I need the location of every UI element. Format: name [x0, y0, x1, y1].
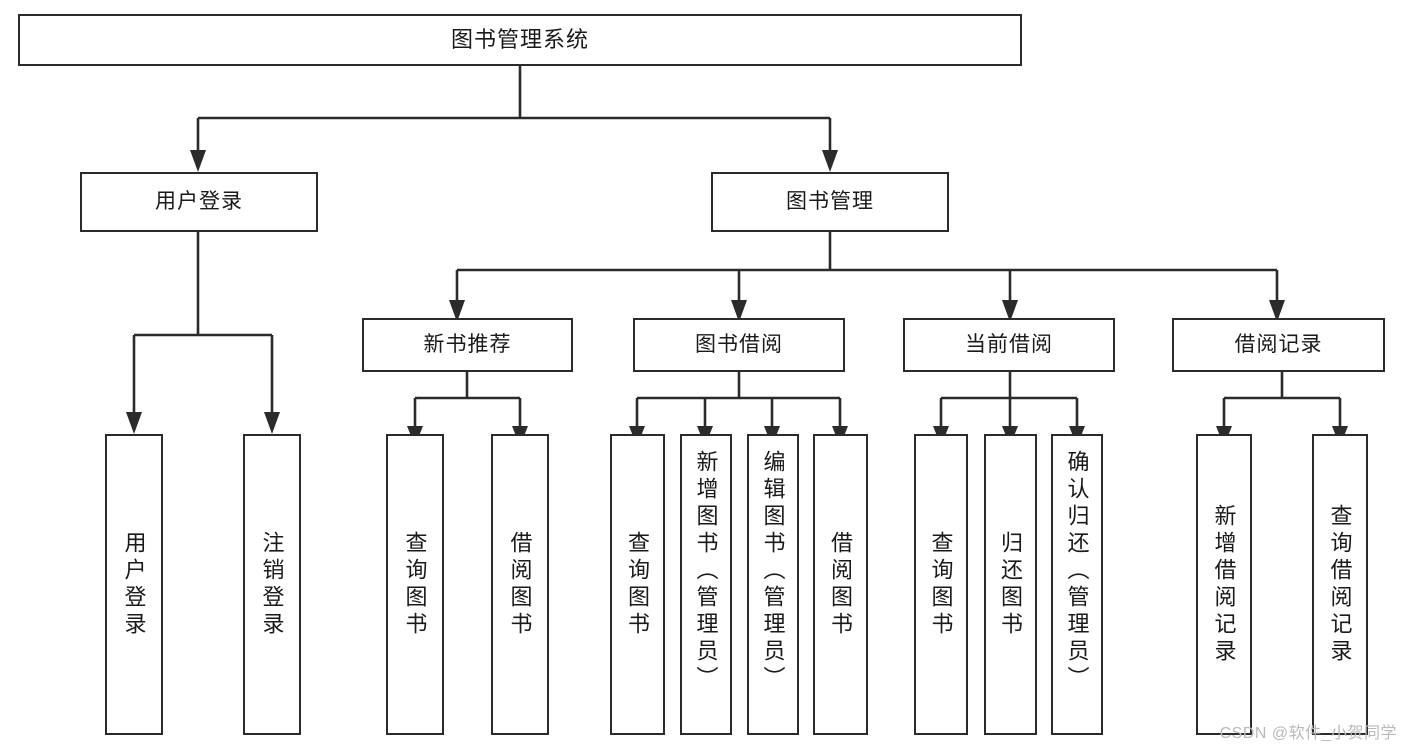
node-label: 图书管理 [786, 189, 874, 213]
node-label: 当前借阅 [965, 332, 1053, 356]
node-label: 用户登录 [155, 189, 243, 213]
node-borrow-record[interactable]: 借阅记录 [1172, 318, 1385, 372]
node-label: 查询借阅记录 [1327, 503, 1353, 666]
leaf-add-borrow-record[interactable]: 新增借阅记录 [1196, 434, 1252, 735]
leaf-edit-book-admin[interactable]: 编辑图书（管理员） [747, 434, 799, 735]
node-label: 查询图书 [402, 530, 428, 639]
node-label: 图书借阅 [695, 332, 783, 356]
node-label: 注销登录 [259, 530, 285, 639]
leaf-query-book-current[interactable]: 查询图书 [914, 434, 968, 735]
node-label: 借阅图书 [828, 530, 854, 639]
leaf-confirm-return-admin[interactable]: 确认归还（管理员） [1051, 434, 1103, 735]
node-label: 查询图书 [928, 530, 954, 639]
leaf-query-book-borrow[interactable]: 查询图书 [610, 434, 665, 735]
node-label: 用户登录 [121, 530, 147, 639]
csdn-watermark: CSDN @软件_小贺同学 [1219, 725, 1397, 742]
node-root-system[interactable]: 图书管理系统 [18, 14, 1022, 66]
leaf-return-book[interactable]: 归还图书 [984, 434, 1037, 735]
node-label: 图书管理系统 [450, 27, 589, 53]
leaf-borrow-book[interactable]: 借阅图书 [813, 434, 868, 735]
leaf-user-login[interactable]: 用户登录 [105, 434, 163, 735]
node-label: 新书推荐 [423, 332, 512, 356]
node-new-book-recommend[interactable]: 新书推荐 [362, 318, 573, 372]
leaf-query-borrow-record[interactable]: 查询借阅记录 [1312, 434, 1368, 735]
leaf-borrow-book-newbook[interactable]: 借阅图书 [491, 434, 549, 735]
leaf-add-book-admin[interactable]: 新增图书（管理员） [680, 434, 732, 735]
node-book-manage[interactable]: 图书管理 [711, 172, 949, 232]
node-label: 新增图书（管理员） [693, 450, 719, 693]
leaf-query-book-newbook[interactable]: 查询图书 [386, 434, 444, 735]
node-book-borrow[interactable]: 图书借阅 [633, 318, 845, 372]
node-user-login[interactable]: 用户登录 [80, 172, 318, 232]
node-current-borrow[interactable]: 当前借阅 [903, 318, 1115, 372]
node-label: 查询图书 [625, 530, 651, 639]
node-label: 借阅记录 [1234, 332, 1323, 356]
node-label: 借阅图书 [507, 530, 533, 639]
node-label: 新增借阅记录 [1211, 503, 1237, 666]
leaf-logout[interactable]: 注销登录 [243, 434, 301, 735]
node-label: 归还图书 [998, 530, 1024, 639]
node-label: 编辑图书（管理员） [760, 450, 786, 693]
node-label: 确认归还（管理员） [1064, 450, 1090, 693]
